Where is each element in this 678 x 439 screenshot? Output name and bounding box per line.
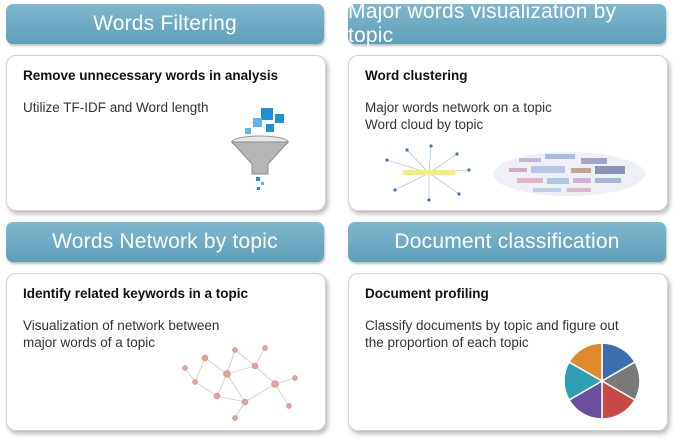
keyword-network-thumbnail [385,144,471,202]
word-cloud-thumbnail [493,152,645,196]
card-document-profiling: Document profiling Classify documents by… [348,273,668,431]
header-document-classification: Document classification [348,222,666,262]
card-body-line: Classify documents by topic and figure o… [365,318,619,333]
header-words-network: Words Network by topic [6,222,324,262]
card-body: Classify documents by topic and figure o… [365,317,619,351]
topic-proportion-pie [563,342,641,420]
card-title: Word clustering [365,68,468,83]
card-related-keywords: Identify related keywords in a topic Vis… [6,273,326,431]
header-document-classification-text: Document classification [394,230,620,253]
card-body: Visualization of network between major w… [23,317,219,351]
funnel-icon [230,108,290,190]
card-word-clustering: Word clustering Major words network on a… [348,55,668,211]
header-major-words-visualization: Major words visualization by topic [348,0,666,47]
header-words-filtering: Words Filtering [6,4,324,44]
card-body-line: Visualization of network between [23,318,220,333]
card-words-filtering: Remove unnecessary words in analysis Uti… [6,55,326,211]
header-major-words-visualization-text: Major words visualization by topic [348,0,617,47]
card-title: Remove unnecessary words in analysis [23,68,279,83]
card-body-line: major words of a topic [23,335,156,350]
header-words-network-text: Words Network by topic [52,230,278,253]
card-title: Document profiling [365,286,489,301]
card-body-line: the proportion of each topic [365,335,529,350]
card-body: Major words network on a topic Word clou… [365,99,552,133]
card-body-line: Utilize TF-IDF and Word length [23,100,209,115]
card-title: Identify related keywords in a topic [23,286,249,301]
topic-network-thumbnail [182,345,298,421]
header-words-filtering-text: Words Filtering [93,12,237,35]
card-body-line: Word cloud by topic [365,117,484,132]
card-body-line: Major words network on a topic [365,100,552,115]
card-body: Utilize TF-IDF and Word length [23,99,209,116]
